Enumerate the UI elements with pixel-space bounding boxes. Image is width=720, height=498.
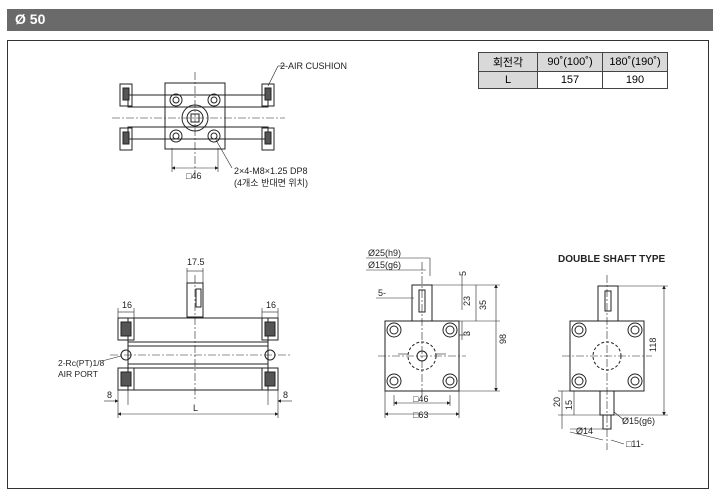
table-header-180: 180˚(190˚): [602, 52, 668, 72]
side-view: [366, 257, 500, 418]
table-cell-190: 190: [602, 71, 668, 89]
dim-16-right: 16: [266, 300, 276, 310]
top-view: [112, 65, 285, 180]
dim-L: L: [193, 403, 198, 413]
table-cell-157: 157: [537, 71, 603, 89]
dim-sq11: □11-: [626, 439, 644, 449]
table-header-angle: 회전각: [478, 52, 538, 72]
dim-sq46-side: □46: [413, 394, 428, 404]
dim-sq63: □63: [413, 410, 428, 420]
rotation-angle-table: 회전각 90˚(100˚) 180˚(190˚) L 157 190: [478, 52, 668, 89]
double-shaft-view: [558, 275, 668, 450]
dim-phi14: Ø14: [576, 426, 593, 436]
air-cushion-label: 2-AIR CUSHION: [280, 61, 347, 71]
dim-17-5: 17.5: [187, 257, 205, 267]
dim-8-right: 8: [283, 390, 288, 400]
dim-sq46-top: □46: [186, 171, 201, 181]
air-port-label-1: 2-Rc(PT)1/8: [58, 358, 105, 368]
dim-15: 15: [564, 400, 574, 410]
double-shaft-title: DOUBLE SHAFT TYPE: [558, 254, 666, 265]
dim-phi15-g6-double: Ø15(g6): [622, 416, 655, 426]
dim-20: 20: [552, 397, 562, 407]
dim-23: 23: [462, 296, 472, 306]
dim-16-left: 16: [122, 300, 132, 310]
title-bar: Ø 50: [7, 9, 713, 31]
drawing-frame: [7, 40, 709, 489]
dim-98: 98: [498, 334, 508, 344]
page-title: Ø 50: [15, 11, 46, 27]
dim-35: 35: [478, 300, 488, 310]
thread-spec-label: 2×4-M8×1.25 DP8: [234, 166, 308, 176]
dim-phi15-g6: Ø15(g6): [368, 260, 401, 270]
key-spec-label: 5-: [378, 288, 386, 298]
dim-5: 5: [458, 271, 468, 276]
air-port-label-2: AIR PORT: [58, 369, 98, 379]
front-view: [101, 268, 292, 418]
thread-note-label: (4개소 반대면 위치): [234, 177, 308, 188]
dim-118: 118: [648, 338, 658, 352]
dim-phi25: Ø25(h9): [368, 248, 401, 258]
table-row-label: L: [478, 71, 538, 89]
dim-3: 3: [462, 331, 472, 336]
dim-8-left: 8: [107, 390, 112, 400]
